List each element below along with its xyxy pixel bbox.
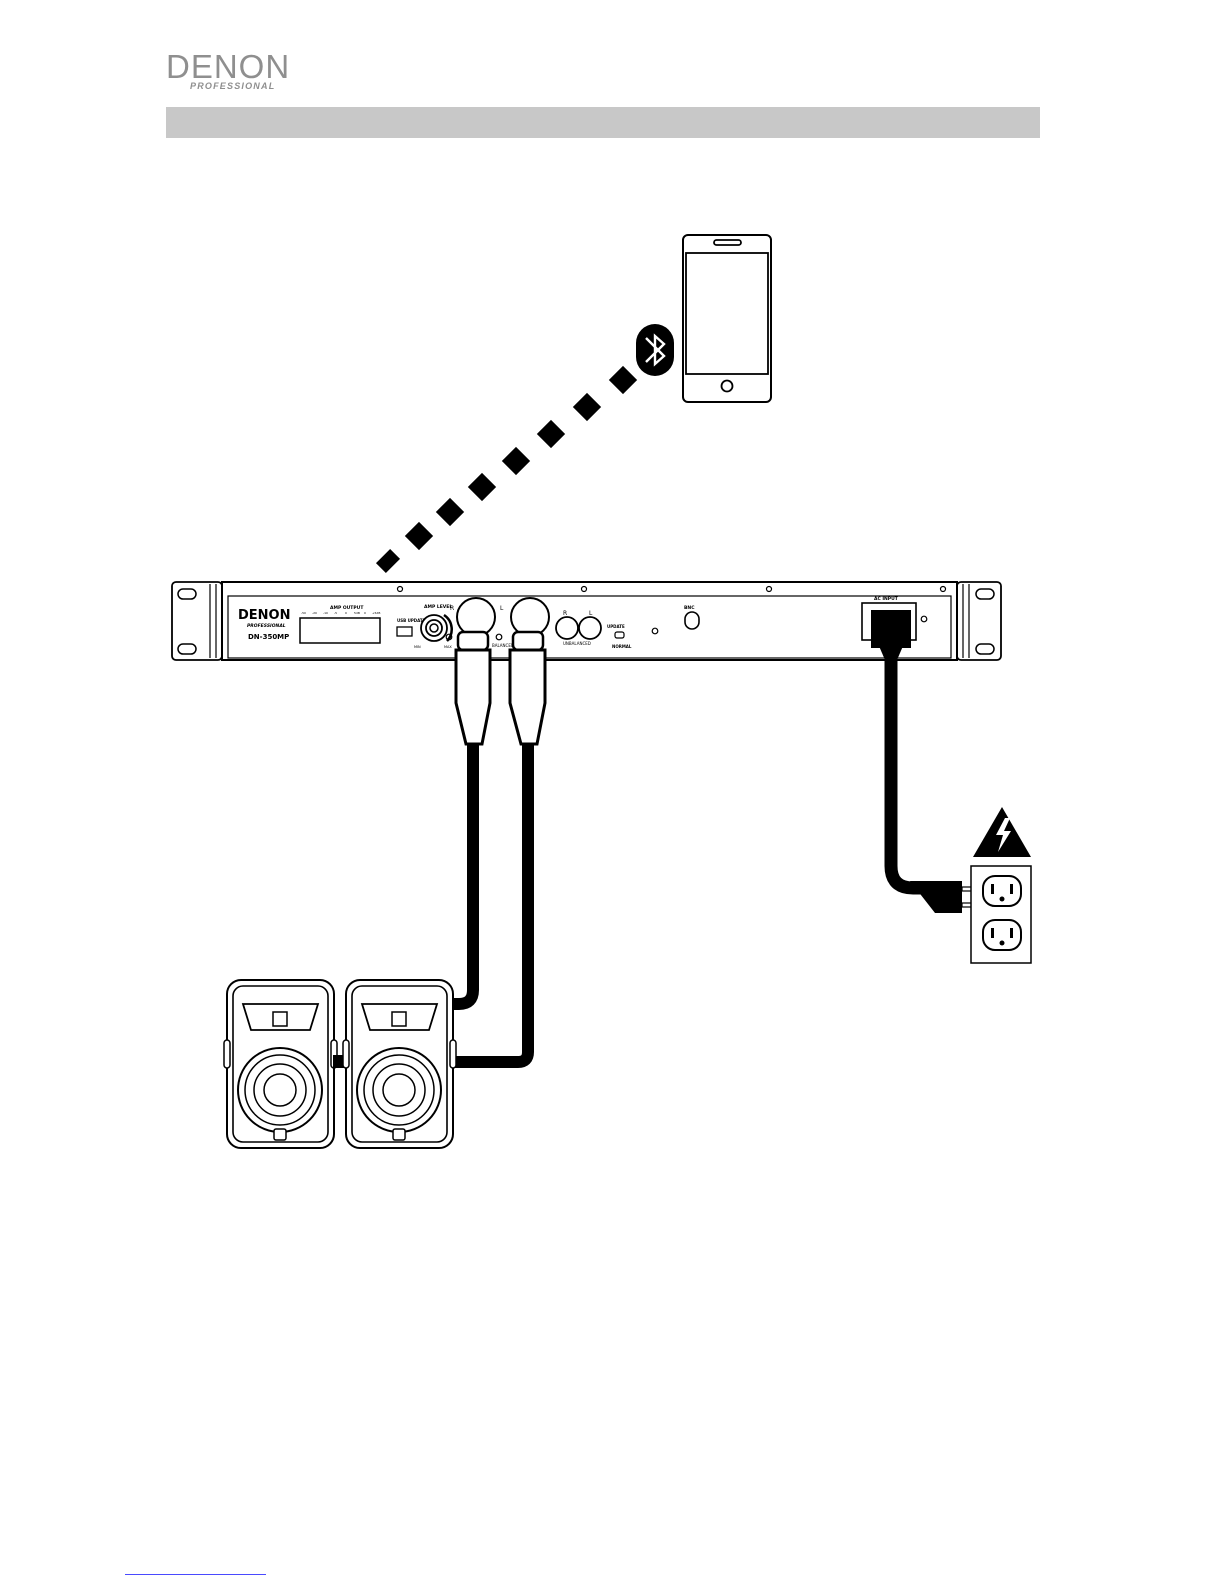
bnc-connector bbox=[685, 612, 699, 629]
balanced-label: BALANCED bbox=[492, 643, 514, 648]
power-outlet-icon bbox=[971, 866, 1031, 963]
amp-min-label: MIN bbox=[414, 645, 421, 649]
update-switch bbox=[615, 632, 624, 638]
rca-output-l bbox=[579, 617, 601, 639]
svg-text:-50: -50 bbox=[301, 611, 306, 615]
svg-text:-10: -10 bbox=[323, 611, 328, 615]
smartphone-icon bbox=[683, 235, 771, 402]
svg-text:0: 0 bbox=[345, 611, 347, 615]
unbalanced-label: UNBALANCED bbox=[563, 641, 591, 646]
footer-link-underline bbox=[125, 1574, 266, 1575]
device-model: DN-350MP bbox=[248, 633, 289, 641]
svg-text:-20: -20 bbox=[312, 611, 317, 615]
speaker-right bbox=[343, 980, 456, 1148]
high-voltage-warning-icon bbox=[973, 807, 1031, 857]
unbal-r-label: R bbox=[563, 610, 567, 617]
svg-text:+5dB: +5dB bbox=[372, 611, 380, 615]
amp-max-label: MAX bbox=[444, 645, 452, 649]
bnc-label: BNC bbox=[684, 605, 695, 611]
xlr-cable-right bbox=[452, 632, 490, 1004]
rca-output-r bbox=[556, 617, 578, 639]
svg-text:-5: -5 bbox=[334, 611, 337, 615]
usb-update-label: USB UPDATE bbox=[397, 618, 426, 623]
svg-text:0: 0 bbox=[364, 611, 366, 615]
update-label: UPDATE bbox=[607, 624, 625, 629]
bluetooth-icon bbox=[636, 324, 674, 376]
amp-level-label: AMP LEVEL bbox=[424, 604, 452, 610]
amp-output-display bbox=[300, 618, 380, 643]
xlr-output-l bbox=[511, 598, 549, 636]
device-brand-sub: PROFESSIONAL bbox=[247, 623, 286, 629]
wireless-link bbox=[376, 366, 637, 573]
svg-text:5dB: 5dB bbox=[354, 611, 360, 615]
normal-label: NORMAL bbox=[612, 644, 632, 649]
speaker-left bbox=[224, 980, 337, 1148]
channel-r-label: R bbox=[450, 605, 454, 612]
xlr-output-r bbox=[457, 598, 495, 636]
usb-port bbox=[397, 627, 412, 636]
ac-input-label: AC INPUT bbox=[874, 596, 899, 602]
device-brand: DENON bbox=[238, 608, 290, 623]
